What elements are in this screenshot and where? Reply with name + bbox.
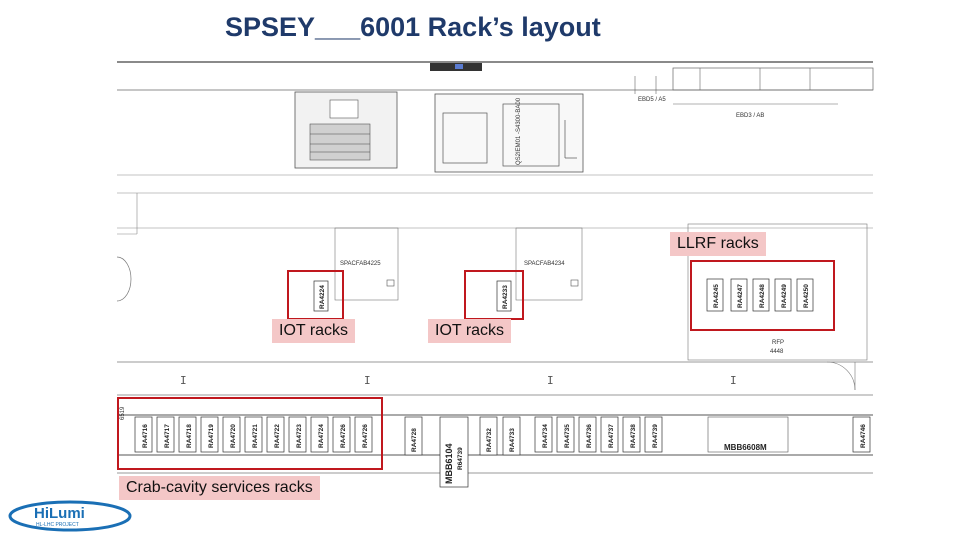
rack-group-other: RA4728 RA4732 RA4733 RA4734 RA4735 RA473… [404,416,871,456]
spac-right-label: SPACFAB4234 [524,261,565,267]
callout-llrf-racks: LLRF racks [670,232,766,256]
callout-crab-cavity-racks: Crab-cavity services racks [119,476,320,500]
mbb-left-sublabel: R64739 [457,447,464,470]
rack-label: RA4723 [296,424,303,448]
rack-label: RA4717 [164,424,171,448]
rack-group-llrf: RA4245 RA4247 RA4248 RA4249 RA4250 [706,278,814,312]
spac-left-label: SPACFAB4225 [340,261,381,267]
vertical-box-label: QS2IEM01 -S4300-BA00 [516,97,522,165]
logo-subtext: HL-LHC PROJECT [36,522,79,528]
svg-text:I: I [180,374,187,387]
highlight-iot-left [287,270,344,320]
ebd-top-label: EBD5 / A5 [638,97,666,103]
callout-iot-racks-right: IOT racks [428,319,512,343]
rack-label: RA4718 [186,424,193,448]
rack-group-iot-left: RA4224 [313,280,329,312]
rack-group-crab: RA4716 RA4717 RA4718 RA4719 RA4720 RA472… [134,416,373,453]
rack-label: RA4247 [737,284,744,308]
rack-label: RA4233 [502,285,509,309]
rack-label: RA4735 [564,424,571,448]
rack-label: RA4224 [319,285,326,309]
rfp-number: 4448 [770,349,784,355]
rack-label: RA4736 [586,424,593,448]
svg-text:I: I [547,374,554,387]
rack-label: RA4721 [252,424,259,448]
rack-label: RA4245 [713,284,720,308]
rack-label: RA4249 [781,284,788,308]
highlight-llrf [690,260,835,331]
rfp-label: RFP [772,340,784,346]
highlight-crab [117,397,383,470]
rack-label: RA4734 [542,424,549,448]
rack-label: RA4248 [759,284,766,308]
rack-label: RA4720 [230,424,237,448]
rack-label: RA4724 [318,424,325,448]
logo-text: HiLumi [34,505,85,522]
rack-label: RA4733 [509,428,516,452]
rack-label: RA4732 [486,428,493,452]
rack-label: RA4726 [362,424,369,448]
svg-text:I: I [364,374,371,387]
rack-label: RA4250 [803,284,810,308]
highlight-iot-right [464,270,524,320]
hilumi-logo: HiLumi HL-LHC PROJECT [8,500,132,532]
mbb-right-label: MBB6608M [724,443,767,452]
rack-group-iot-right: RA4233 [496,280,512,312]
mbb-left-label: MBB6104 [444,443,454,484]
svg-text:I: I [730,374,737,387]
ebd-mid-label: EBD3 / AB [736,113,764,119]
rack-label: RA4722 [274,424,281,448]
rack-label: RA4728 [411,428,418,452]
rack-label: RA4726 [340,424,347,448]
rack-label: RA4737 [608,424,615,448]
rack-label: RA4746 [860,424,867,448]
rack-label: RA4738 [630,424,637,448]
page-title: SPSEY___6001 Rack’s layout [225,12,601,42]
rack-label: RA4739 [652,424,659,448]
rack-label: RA4716 [142,424,149,448]
callout-iot-racks-left: IOT racks [272,319,356,343]
side-number: 6519 [120,406,126,420]
rack-label: RA4719 [208,424,215,448]
